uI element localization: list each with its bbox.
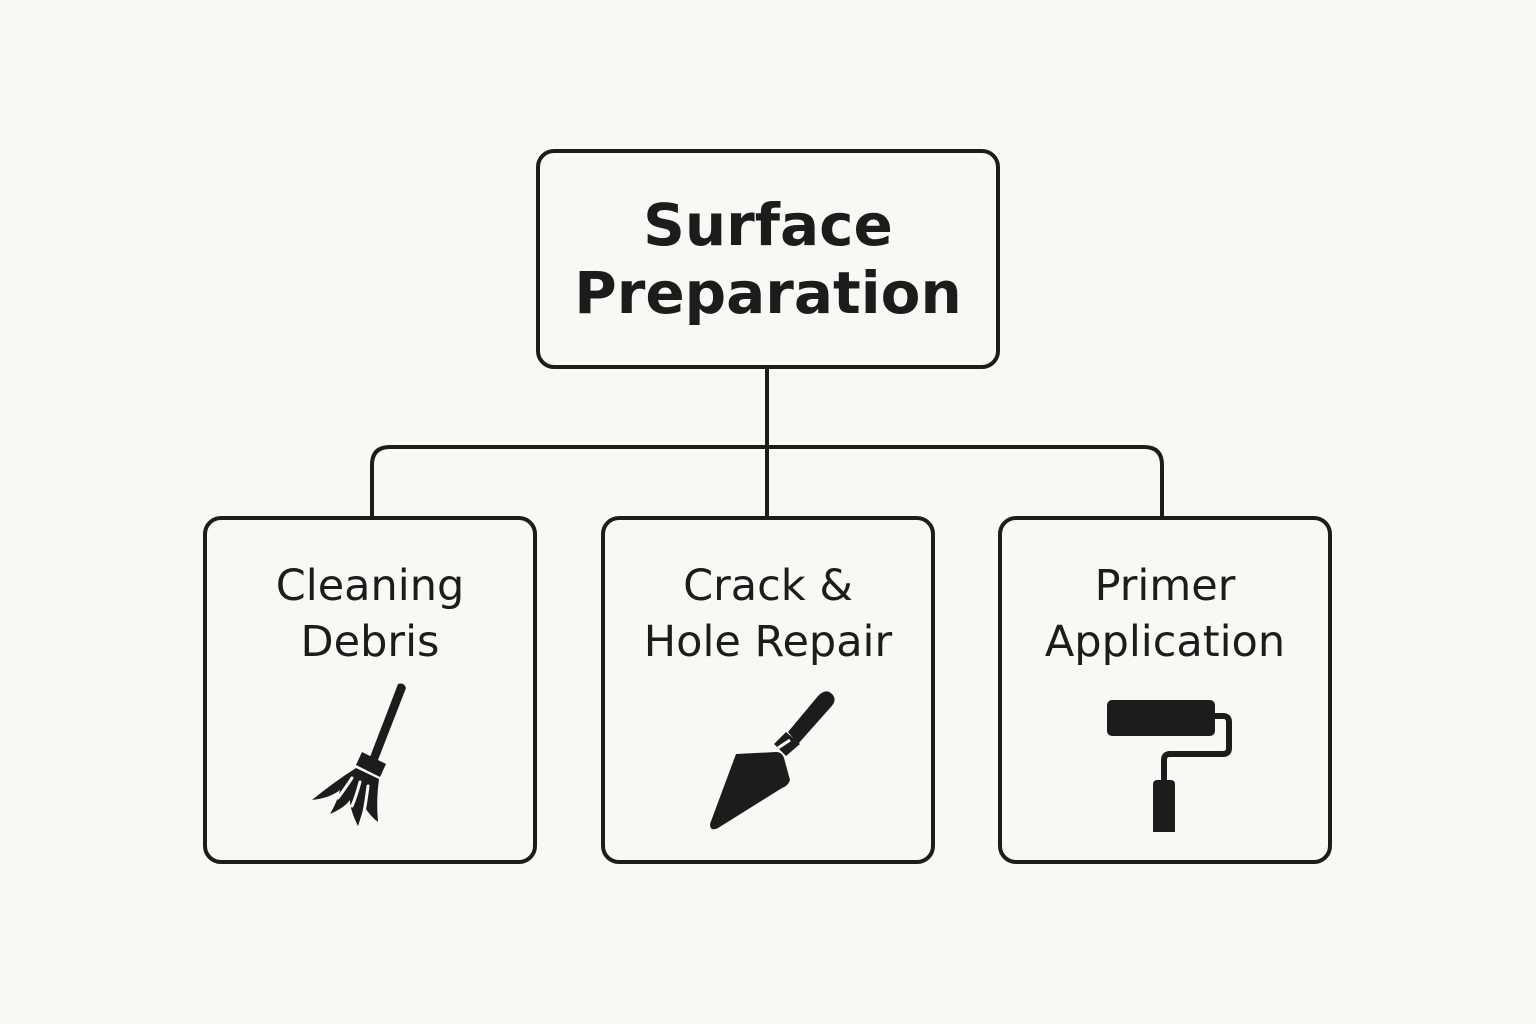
- root-node-box: Surface Preparation: [536, 149, 1000, 369]
- child-node-primer-application: Primer Application: [998, 516, 1332, 864]
- child-node-cleaning-debris: Cleaning Debris: [203, 516, 537, 864]
- child-label-line-2: Hole Repair: [643, 617, 893, 667]
- connector-branch-left: [370, 445, 769, 518]
- root-title-line-2: Preparation: [574, 259, 962, 327]
- child-label-line-1: Crack &: [683, 561, 853, 611]
- trowel-icon: [698, 682, 838, 832]
- child-label: Primer Application: [1002, 558, 1328, 670]
- broom-icon: [300, 682, 440, 832]
- paint-roller-icon: [1095, 682, 1235, 832]
- child-label: Crack & Hole Repair: [605, 558, 931, 670]
- child-label-line-1: Cleaning: [275, 561, 465, 611]
- child-node-crack-hole-repair: Crack & Hole Repair: [601, 516, 935, 864]
- child-label-line-1: Primer: [1094, 561, 1236, 611]
- connector-branch-right: [765, 445, 1164, 518]
- child-label: Cleaning Debris: [207, 558, 533, 670]
- child-label-line-2: Application: [1044, 617, 1286, 667]
- child-label-line-2: Debris: [300, 617, 440, 667]
- root-title-line-1: Surface: [643, 191, 893, 259]
